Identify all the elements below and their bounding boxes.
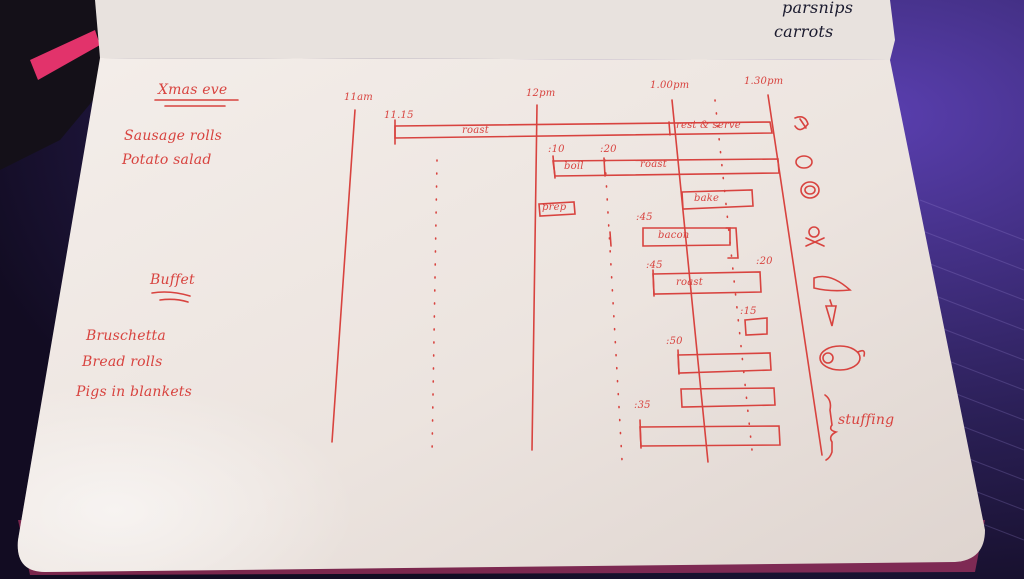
time-label-1pm: 1.00pm bbox=[650, 80, 690, 91]
previous-page bbox=[95, 0, 895, 60]
time-label-12pm: 12pm bbox=[526, 88, 556, 99]
bar2-start: :10 bbox=[548, 144, 565, 155]
small-carrot-icon bbox=[824, 299, 837, 327]
bar4-label-bake: bake bbox=[694, 193, 720, 204]
top-note-line1: parsnips bbox=[782, 0, 854, 17]
bar-bacon bbox=[642, 227, 731, 247]
pig-icon bbox=[819, 345, 861, 371]
time-label-11am: 11am bbox=[344, 92, 373, 103]
skull-icon bbox=[808, 226, 820, 238]
bar8-start: :50 bbox=[666, 336, 683, 347]
bar6-end: :20 bbox=[756, 256, 773, 267]
bar5-start: :45 bbox=[636, 212, 653, 223]
bar6-start: :45 bbox=[646, 260, 663, 271]
bar2-label-roast: roast bbox=[640, 159, 667, 170]
bar3-label-prep: prep bbox=[542, 202, 567, 213]
bar-small bbox=[744, 317, 768, 336]
bar6-label-roast: roast bbox=[676, 277, 703, 288]
xmas-item-2: Potato salad bbox=[122, 152, 212, 168]
line-11am bbox=[331, 109, 356, 443]
buffet-item-1: Bruschetta bbox=[86, 328, 166, 344]
bar-prep bbox=[538, 201, 576, 217]
line-130pm bbox=[767, 94, 823, 456]
carrot-icon bbox=[813, 275, 852, 292]
line-12pm bbox=[531, 104, 538, 451]
top-note-line2: carrots bbox=[774, 22, 834, 41]
bar1-label-rest: rest & serve bbox=[676, 120, 741, 131]
bowl-icon bbox=[800, 181, 820, 199]
buffet-item-3: Pigs in blankets bbox=[76, 384, 193, 400]
buffet-heading: Buffet bbox=[150, 272, 195, 288]
bar-bake bbox=[681, 189, 754, 210]
time-label-130pm: 1.30pm bbox=[744, 76, 784, 87]
potato-icon bbox=[795, 155, 813, 169]
bar10-start: :35 bbox=[634, 400, 651, 411]
bar2-mid: :20 bbox=[600, 144, 617, 155]
pink-strap bbox=[30, 30, 100, 80]
xmas-eve-heading: Xmas eve bbox=[158, 82, 228, 98]
bar1-start: 11.15 bbox=[384, 110, 414, 121]
sausage-icon bbox=[794, 116, 809, 131]
buffet-underline bbox=[151, 291, 191, 303]
bar7-start: :15 bbox=[740, 306, 757, 317]
xmas-item-1: Sausage rolls bbox=[124, 128, 223, 144]
light-glare bbox=[17, 58, 985, 572]
xmas-underline bbox=[154, 99, 239, 107]
timeline-drawing bbox=[151, 94, 866, 463]
bar1-label-roast: roast bbox=[462, 125, 489, 136]
stuffing-bracket bbox=[824, 394, 839, 461]
bar5-label-bacon: bacon bbox=[658, 230, 690, 241]
buffet-item-2: Bread rolls bbox=[82, 354, 163, 370]
bar2-label-boil: boil bbox=[564, 161, 584, 172]
stuffing-label: stuffing bbox=[838, 412, 895, 428]
bar-next bbox=[680, 387, 776, 408]
